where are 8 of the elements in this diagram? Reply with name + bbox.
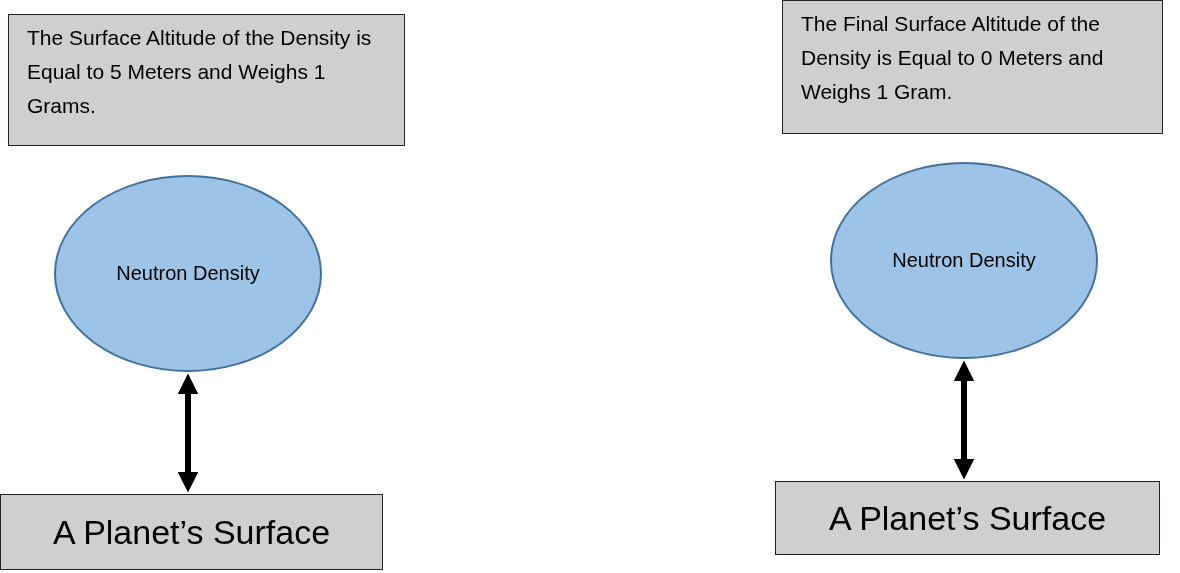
note-box: The Surface Altitude of the Density is Equal to 5 Meters and Weighs 1 Grams.	[8, 14, 405, 146]
double-arrow	[177, 373, 199, 493]
surface-box: A Planet’s Surface	[775, 481, 1160, 555]
node-label: Neutron Density	[116, 262, 260, 285]
double-arrow	[953, 360, 975, 480]
surface-box: A Planet’s Surface	[0, 494, 383, 570]
node-label: Neutron Density	[892, 249, 1036, 272]
note-box: The Final Surface Altitude of the Density is Equal to 0 Meters and Weighs 1 Gram.	[782, 0, 1163, 134]
